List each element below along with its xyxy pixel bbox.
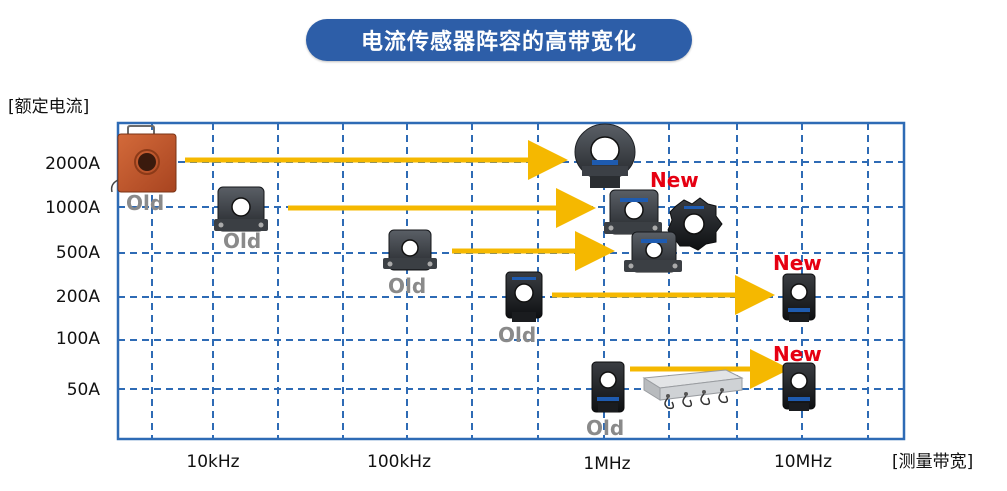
y-tick-50a: 50A <box>66 380 100 400</box>
y-tick-2000a: 2000A <box>45 154 100 174</box>
large-orange-ct-sensor-icon <box>110 125 177 193</box>
new-label-1000a: New <box>650 168 699 192</box>
old-label-500a: Old <box>388 274 426 298</box>
new-label-50a: New <box>773 342 822 366</box>
clamp-sensor-500a-new-icon <box>624 231 682 273</box>
clamp-sensor-50a-new-icon <box>782 362 816 411</box>
x-tick-10mhz: 10MHz <box>773 452 832 472</box>
y-axis-title: [额定电流] <box>8 97 90 117</box>
new-label-200a: New <box>773 251 822 275</box>
x-tick-100khz: 100kHz <box>367 452 431 472</box>
clamp-sensor-200a-new-icon <box>782 273 816 322</box>
x-axis-title: [测量带宽] <box>892 452 974 472</box>
old-label-200a: Old <box>498 323 536 347</box>
clamp-sensor-1000a-new-icon <box>604 189 662 235</box>
y-tick-200a: 200A <box>55 287 100 307</box>
upgrade-arrows <box>185 140 790 389</box>
y-tick-1000a: 1000A <box>45 198 100 218</box>
old-label-50a: Old <box>586 416 624 440</box>
old-label-2000a: Old <box>126 191 164 215</box>
round-clamp-sensor-icon <box>574 123 636 188</box>
x-tick-10khz: 10kHz <box>186 452 240 472</box>
plot-frame <box>116 121 906 441</box>
clamp-sensor-1000a-old-icon <box>214 186 268 232</box>
sensor-unit-box-icon <box>642 369 744 410</box>
x-tick-1mhz: 1MHz <box>583 454 631 474</box>
clamp-sensor-50a-old-icon <box>591 361 625 413</box>
clamp-sensor-200a-old-icon <box>505 271 543 322</box>
old-label-1000a: Old <box>223 229 261 253</box>
clamp-sensor-500a-old-icon <box>383 229 437 271</box>
page-title: 电流传感器阵容的高带宽化 <box>306 19 692 61</box>
y-tick-500a: 500A <box>55 243 100 263</box>
gear-shaped-sensor-icon <box>667 197 723 251</box>
y-tick-100a: 100A <box>55 329 100 349</box>
